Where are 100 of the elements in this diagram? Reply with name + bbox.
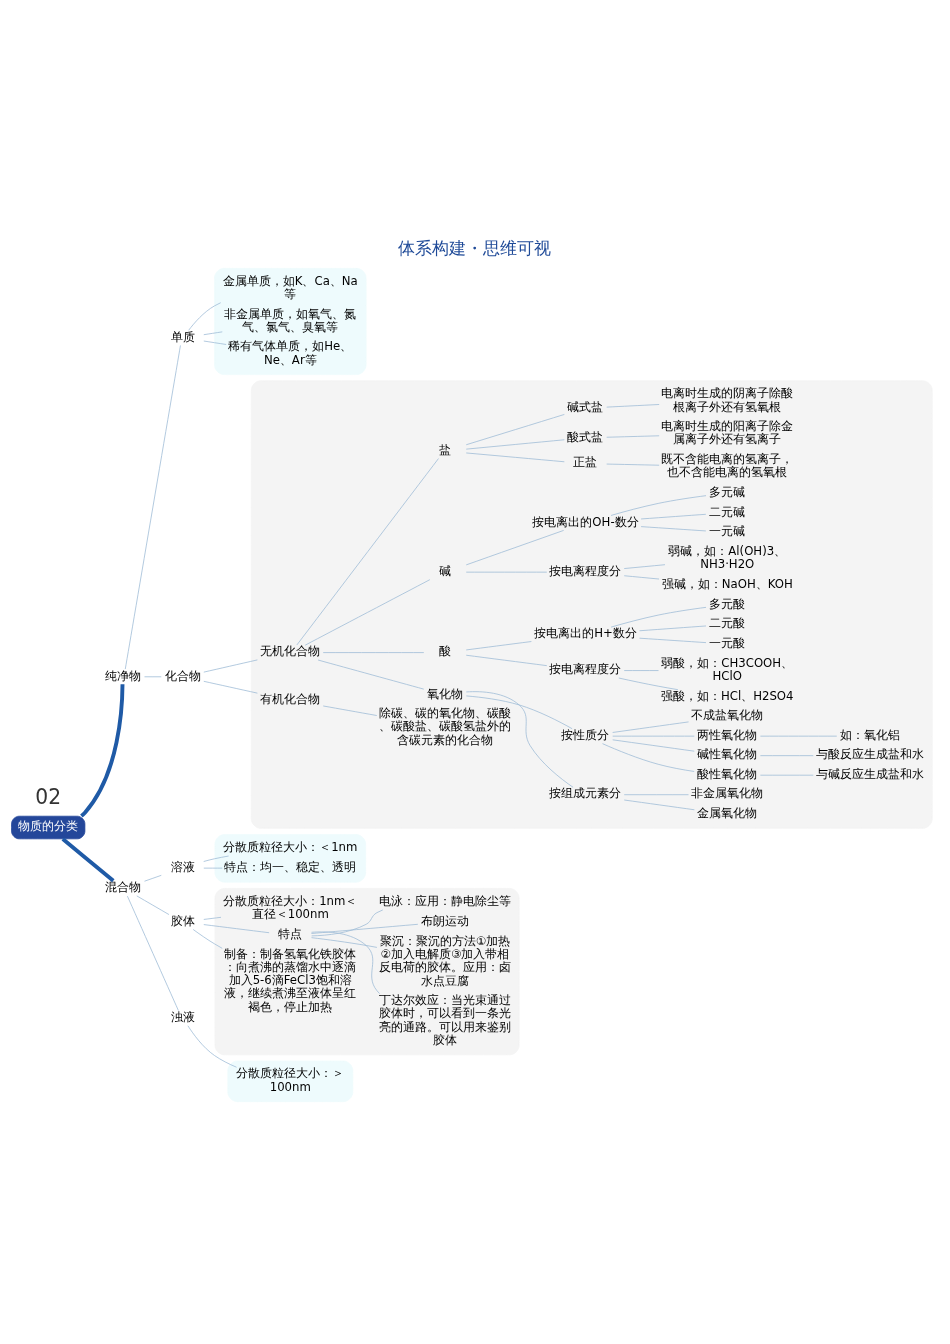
diagram-title: 体系构建・思维可视 [398, 237, 552, 258]
connector [304, 578, 431, 646]
node-text: 一元酸 [709, 635, 746, 650]
connector [296, 457, 439, 645]
connector [612, 738, 695, 752]
connector [311, 909, 384, 936]
connector [203, 340, 227, 345]
connector [192, 928, 223, 949]
node-text: 与酸反应生成盐和水 [815, 746, 924, 761]
node-text: 强酸，如：HCl、H2SO4 [660, 688, 794, 703]
node-text: 既不含能电离的氢离子，也不含能电离的氢氧根 [661, 451, 794, 479]
node-text: 除碳、碳的氧化物、碳酸、碳酸盐、碳酸氢盐外的含碳元素的化合物 [378, 705, 511, 747]
connector [187, 1024, 237, 1068]
connector [203, 916, 222, 920]
connector [311, 931, 380, 994]
node-text: 金属单质，如K、Ca、Na等 [222, 273, 358, 301]
connector [623, 563, 666, 569]
cluster [227, 1060, 354, 1102]
node-text: 布朗运动 [420, 913, 469, 928]
node-text: 一元碱 [709, 523, 746, 538]
node-text: 盐 [438, 442, 451, 457]
node-text: 无机化合物 [260, 643, 321, 658]
node-text: 非金属单质，如氧气、氮气、氯气、臭氧等 [224, 306, 357, 334]
cluster [214, 833, 367, 883]
node-text: 化合物 [164, 668, 201, 683]
node-text: 溶液 [170, 859, 195, 874]
node-text: 电离时生成的阴离子除酸根离子外还有氢氧根 [661, 385, 794, 413]
connector [465, 690, 574, 788]
connector [465, 452, 565, 462]
cluster [250, 379, 933, 829]
cluster [214, 267, 367, 375]
connector [610, 494, 707, 516]
connector [203, 659, 258, 672]
connector [203, 923, 270, 933]
node-text: 与碱反应生成盐和水 [815, 766, 924, 781]
cluster [214, 887, 520, 1055]
node-text: 有机化合物 [260, 691, 321, 706]
node-text: 混合物 [105, 879, 142, 894]
node-text: 碱 [438, 563, 451, 578]
connector [465, 438, 565, 450]
connector [606, 463, 660, 466]
node-text: 多元碱 [709, 484, 746, 499]
connector [612, 721, 689, 733]
connector [610, 606, 707, 627]
connector [623, 669, 659, 671]
connector [465, 571, 548, 573]
connector [311, 936, 378, 948]
node-text: 不成盐氧化物 [691, 707, 764, 722]
node-text: 二元酸 [709, 615, 746, 630]
node-box: 物质的分类 [11, 815, 86, 839]
node-text: 按电离出的H+数分 [534, 625, 637, 640]
node-text: 酸式盐 [567, 429, 604, 444]
connector [606, 403, 660, 407]
connector [606, 434, 660, 438]
connector [203, 330, 223, 335]
connector [465, 695, 573, 729]
connector [612, 735, 695, 737]
connector [144, 675, 162, 677]
connector [640, 513, 707, 519]
connector [127, 895, 179, 1011]
node-text: 二元碱 [709, 504, 746, 519]
node-text: 浊液 [170, 1009, 195, 1024]
node-text: 非金属氧化物 [691, 785, 764, 800]
connector [639, 637, 707, 643]
connector [602, 742, 695, 772]
node-text: 按性质分 [561, 727, 610, 742]
node-text: 分散质粒径大小：＜1nm [223, 839, 358, 854]
node-text: 按电离程度分 [549, 563, 622, 578]
node-text: 按电离出的OH-数分 [532, 514, 639, 529]
label: 02 [35, 784, 62, 809]
connector [188, 301, 222, 331]
connector [61, 836, 115, 882]
node-text: 正盐 [573, 454, 598, 469]
node-text: 酸性氧化物 [697, 766, 758, 781]
connector [759, 735, 838, 737]
connector [640, 525, 707, 531]
node-text: 特点：均一、稳定、透明 [224, 859, 357, 874]
connector [144, 874, 162, 882]
node-text: 金属氧化物 [697, 805, 758, 820]
node-text: 纯净物 [105, 668, 142, 683]
node-text: 弱碱，如：Al(OH)3、NH3·H2O [668, 543, 787, 571]
connector [124, 344, 181, 669]
connector [618, 677, 679, 690]
connector [465, 413, 565, 445]
node-text: 弱酸，如：CH3COOH、HClO [661, 655, 794, 683]
connector [136, 895, 170, 915]
node-text: 分散质粒径大小：＞100nm [236, 1065, 345, 1094]
node-text: 电离时生成的阳离子除金属离子外还有氢离子 [661, 418, 794, 446]
node-text: 按组成元素分 [549, 785, 622, 800]
connector [203, 867, 223, 868]
connector [623, 574, 660, 579]
node-text: 分散质粒径大小：1nm＜直径＜100nm [223, 893, 358, 921]
node-text: 如：氧化铝 [839, 727, 900, 742]
connector [465, 640, 532, 650]
connector [623, 793, 689, 795]
connector [80, 683, 125, 817]
connector [322, 651, 425, 653]
node-text: 两性氧化物 [697, 727, 758, 742]
node-text: 电泳：应用：静电除尘等 [378, 893, 511, 908]
node-text: 氧化物 [426, 685, 463, 700]
